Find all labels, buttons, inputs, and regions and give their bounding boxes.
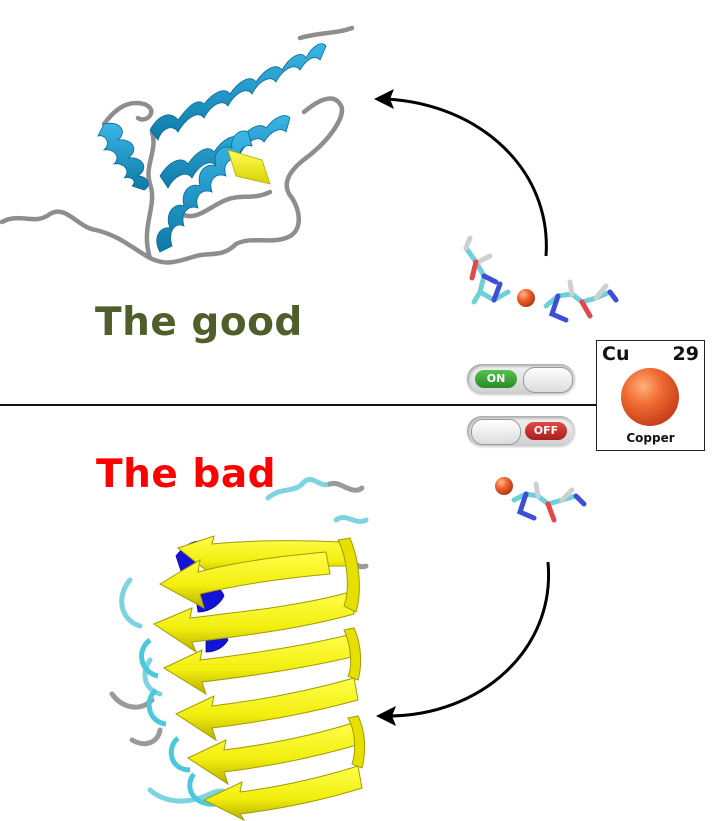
- switch-off-label: OFF: [525, 422, 567, 440]
- switch-on-label: ON: [475, 370, 517, 388]
- label-the-bad: The bad: [96, 452, 277, 497]
- copper-atom-icon: [621, 368, 679, 426]
- divider-line: [0, 404, 598, 406]
- element-name: Copper: [626, 431, 675, 445]
- switch-knob: [471, 419, 521, 445]
- toggle-switch-off-icon: OFF: [467, 416, 575, 446]
- element-atomic-number: 29: [672, 343, 699, 365]
- switch-knob: [523, 367, 573, 393]
- element-symbol: Cu: [602, 343, 630, 365]
- label-the-good: The good: [95, 300, 303, 345]
- toggle-switch-on-icon: ON: [467, 364, 575, 394]
- copper-element-tile: Cu 29 Copper: [596, 340, 705, 451]
